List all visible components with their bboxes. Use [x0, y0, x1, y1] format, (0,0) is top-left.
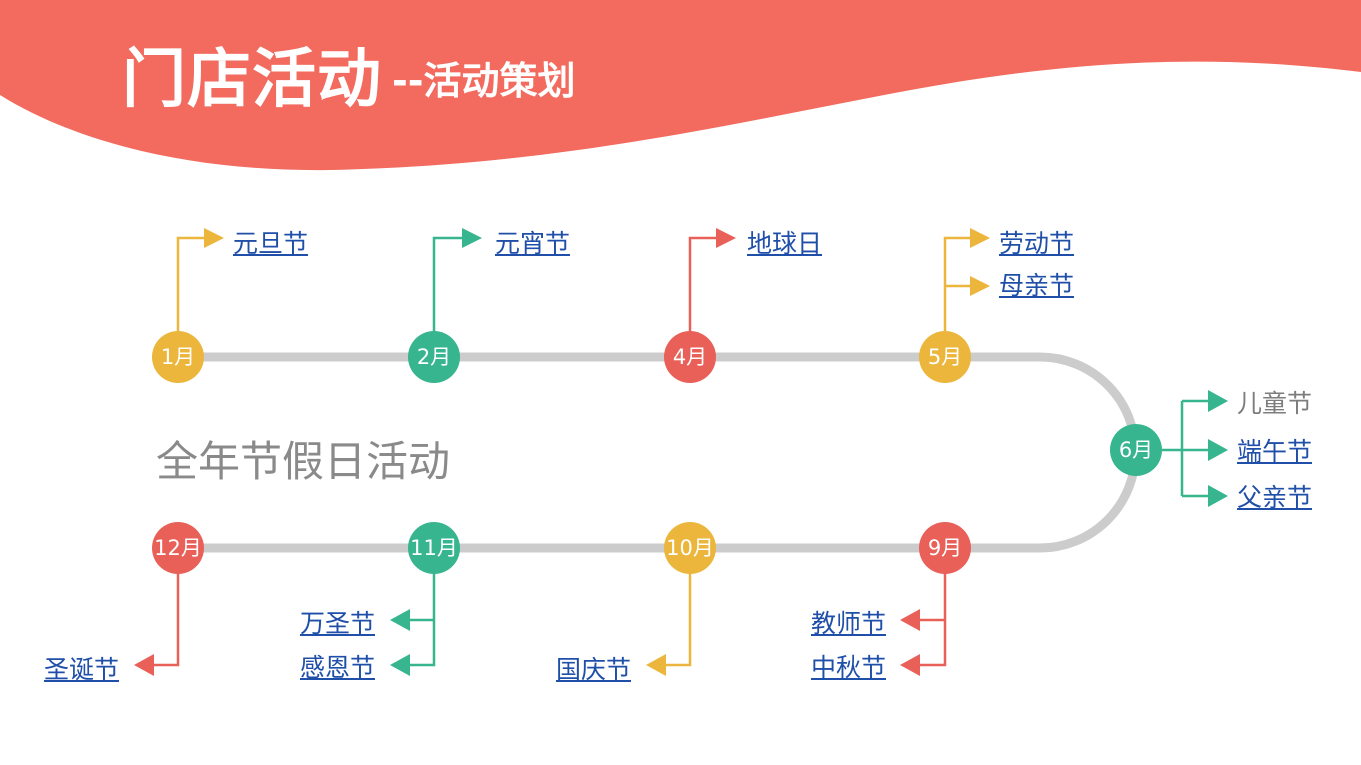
month-node-sep: 9月: [919, 522, 971, 574]
holiday-link-earth-day[interactable]: 地球日: [747, 229, 823, 258]
page-subtitle: --活动策划: [392, 59, 576, 103]
arrow-right-icon: [1208, 390, 1228, 412]
connector-apr: [688, 228, 736, 334]
month-node-oct: 10月: [664, 522, 716, 574]
connector-nov: [390, 572, 436, 676]
connector-may: [943, 228, 990, 334]
month-node-apr: 4月: [664, 331, 716, 383]
holiday-link-national-day[interactable]: 国庆节: [555, 655, 631, 684]
month-node-jun: 6月: [1110, 424, 1162, 476]
connector-oct: [646, 572, 692, 676]
holiday-label-childrens-day: 儿童节: [1237, 389, 1313, 418]
arrow-left-icon: [646, 654, 666, 676]
connector-dec: [134, 572, 180, 676]
month-node-may: 5月: [919, 331, 971, 383]
arrow-left-icon: [390, 654, 410, 676]
connector-feb: [432, 228, 482, 334]
holiday-link-thanksgiving[interactable]: 感恩节: [299, 653, 375, 682]
holiday-link-christmas[interactable]: 圣诞节: [43, 655, 119, 684]
arrow-right-icon: [462, 228, 482, 248]
month-node-dec: 12月: [152, 522, 204, 574]
holiday-link-halloween[interactable]: 万圣节: [299, 609, 375, 638]
holiday-link-fathers-day[interactable]: 父亲节: [1237, 483, 1313, 512]
holiday-link-labor-day[interactable]: 劳动节: [999, 229, 1075, 258]
arrow-right-icon: [1208, 439, 1228, 461]
month-node-feb: 2月: [408, 331, 460, 383]
arrow-right-icon: [970, 276, 990, 296]
connector-jan: [176, 228, 224, 334]
arrow-left-icon: [900, 609, 920, 631]
timeline-title: 全年节假日活动: [156, 437, 451, 486]
holiday-link-yuandan[interactable]: 元旦节: [233, 229, 309, 258]
connector-jun: [1162, 390, 1228, 507]
holiday-link-dragon-boat[interactable]: 端午节: [1237, 437, 1313, 466]
arrow-left-icon: [390, 609, 410, 631]
holiday-link-yuanxiao[interactable]: 元宵节: [495, 229, 571, 258]
arrow-left-icon: [134, 654, 154, 676]
month-node-jan: 1月: [152, 331, 204, 383]
holiday-link-mid-autumn[interactable]: 中秋节: [810, 653, 886, 682]
arrow-right-icon: [716, 228, 736, 248]
connector-sep: [900, 572, 947, 676]
holiday-link-teachers-day[interactable]: 教师节: [810, 609, 886, 638]
arrow-left-icon: [900, 654, 920, 676]
header-wave: [0, 0, 1361, 171]
month-node-nov: 11月: [408, 522, 460, 574]
arrow-right-icon: [1208, 485, 1228, 507]
arrow-right-icon: [204, 228, 224, 248]
holiday-link-mothers-day[interactable]: 母亲节: [999, 271, 1075, 300]
page-title: 门店活动: [122, 43, 382, 117]
arrow-right-icon: [970, 228, 990, 248]
